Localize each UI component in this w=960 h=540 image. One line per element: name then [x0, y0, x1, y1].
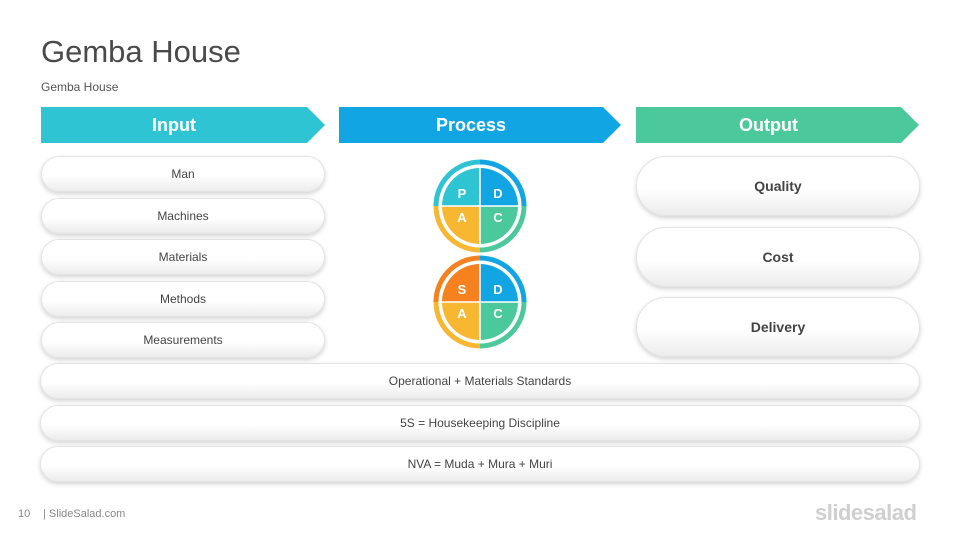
input-header-label: Input: [152, 114, 196, 135]
output-header-arrow: Output: [636, 107, 919, 143]
sdca-act-letter: A: [457, 306, 467, 321]
foundation-5s: 5S = Housekeeping Discipline: [40, 405, 920, 441]
foundation-nva: NVA = Muda + Mura + Muri: [40, 446, 920, 482]
sdca-check-letter: C: [493, 306, 503, 321]
pdca-plan-letter: P: [458, 186, 467, 201]
input-header-arrow: Input: [41, 107, 325, 143]
slide-subtitle: Gemba House: [41, 80, 119, 94]
output-item-cost: Cost: [636, 227, 920, 287]
slidesalad-logo: slidesalad: [815, 500, 917, 525]
output-header-label: Output: [739, 114, 798, 135]
input-item-methods: Methods: [41, 281, 325, 317]
pdca-check-letter: C: [493, 210, 503, 225]
output-item-quality: Quality: [636, 156, 920, 216]
sdca-cycle: S D A C: [433, 255, 527, 349]
pdca-do-letter: D: [493, 186, 502, 201]
footer-link[interactable]: | SlideSalad.com: [43, 508, 126, 520]
input-item-materials: Materials: [41, 239, 325, 275]
input-item-man: Man: [41, 156, 325, 192]
slide-title: Gemba House: [41, 34, 241, 69]
sdca-standardize-letter: S: [458, 282, 467, 297]
output-item-delivery: Delivery: [636, 297, 920, 357]
input-item-machines: Machines: [41, 198, 325, 234]
process-header-label: Process: [435, 114, 507, 135]
pdca-act-letter: A: [457, 210, 467, 225]
page-number: 10: [18, 508, 31, 520]
sdca-do-letter: D: [493, 282, 502, 297]
foundation-standards: Operational + Materials Standards: [40, 363, 920, 399]
input-item-measurements: Measurements: [41, 322, 325, 358]
pdca-cycle: P D A C: [433, 159, 527, 253]
process-header-arrow: Process: [339, 107, 621, 143]
